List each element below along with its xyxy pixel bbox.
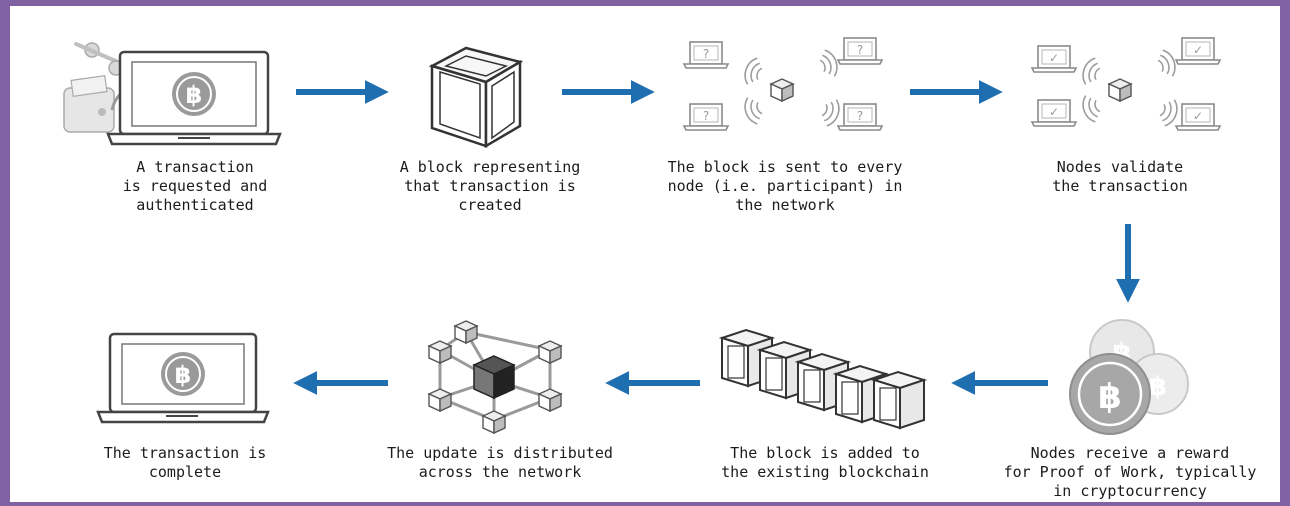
frame-top	[0, 0, 1290, 6]
step1-icon: ฿	[63, 42, 282, 146]
step3-caption: The block is sent to every node (i.e. pa…	[667, 158, 903, 214]
distributed-network-icon	[428, 320, 562, 434]
svg-text:?: ?	[857, 109, 863, 123]
block-cube-icon	[428, 46, 524, 149]
svg-text:✓: ✓	[1049, 51, 1059, 65]
svg-text:฿: ฿	[1098, 377, 1122, 417]
svg-text:✓: ✓	[1193, 43, 1203, 57]
step7-caption: The update is distributed across the net…	[387, 444, 613, 481]
step1-caption: A transaction is requested and authentic…	[122, 158, 268, 214]
svg-text:✓: ✓	[1049, 105, 1059, 119]
wallet-icon	[63, 75, 115, 133]
validated-nodes-icon: ✓ ✓ ✓ ✓	[1031, 37, 1221, 131]
step4-caption: Nodes validate the transaction	[1052, 158, 1188, 195]
svg-text:฿: ฿	[1149, 372, 1167, 402]
step2-caption: A block representing that transaction is…	[399, 158, 581, 214]
svg-text:?: ?	[703, 47, 709, 61]
network-broadcast-icon: ? ? ? ?	[683, 37, 883, 131]
frame-bottom	[0, 502, 1290, 506]
svg-text:฿: ฿	[186, 81, 203, 109]
step6-caption: The block is added to the existing block…	[721, 444, 929, 481]
frame-right	[1280, 0, 1290, 506]
step8-caption: The transaction is complete	[103, 444, 267, 481]
blockchain-icon	[718, 328, 928, 430]
svg-text:฿: ฿	[175, 361, 192, 389]
bitcoin-coin-icon: ฿	[172, 72, 216, 116]
bitcoin-coins-icon: ฿ ฿ ฿	[1069, 319, 1189, 435]
step5-caption: Nodes receive a reward for Proof of Work…	[1003, 444, 1257, 500]
final-laptop-icon: ฿	[96, 332, 270, 424]
svg-text:?: ?	[703, 109, 709, 123]
svg-text:✓: ✓	[1193, 109, 1203, 123]
svg-text:?: ?	[857, 43, 863, 57]
flow-arrows	[293, 80, 1140, 395]
frame-left	[0, 0, 10, 506]
key-icon	[74, 42, 124, 76]
